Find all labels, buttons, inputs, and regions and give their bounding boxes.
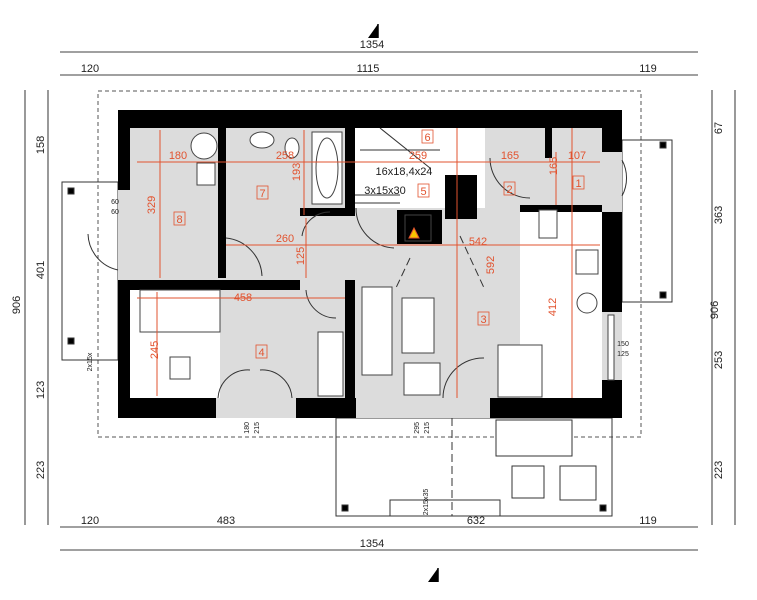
window-right-label: 150 (617, 341, 629, 348)
dim-room6-width: 259 (409, 150, 427, 162)
dim-room2-width: 165 (501, 150, 519, 162)
room-labels (173, 129, 585, 359)
dim-right-4: 223 (713, 461, 725, 479)
dim-right-total: 906 (709, 301, 721, 319)
door-swings (87, 157, 628, 399)
stair-label-terrace: 2x15x35 (423, 489, 430, 516)
dim-top-middle: 1115 (357, 63, 380, 75)
section-marker-bottom (428, 568, 439, 582)
door-room4-label: 180 (244, 422, 251, 434)
dim-corridor-height: 125 (295, 247, 307, 265)
room-number-5: 5 (420, 186, 426, 198)
staircase (355, 127, 486, 291)
door-room3-sublabel: 215 (424, 422, 431, 434)
door-room3-label: 295 (414, 422, 421, 434)
dim-room1-height: 165 (548, 157, 560, 175)
door-room4-sublabel: 215 (254, 422, 261, 434)
dim-right-3: 253 (713, 351, 725, 369)
overall-dimension-lines (24, 51, 736, 551)
dim-left-4: 223 (35, 461, 47, 479)
dim-top-right: 119 (639, 63, 657, 75)
dim-bottom-left: 120 (81, 515, 99, 527)
dim-room1-width: 107 (568, 150, 586, 162)
dim-room4-height: 245 (149, 341, 161, 359)
dim-bottom-right: 119 (639, 515, 657, 527)
window-left-label: 60 (111, 199, 119, 206)
dim-room8-height: 329 (146, 196, 158, 214)
room-number-2: 2 (506, 184, 512, 196)
room-dimension-lines (137, 128, 600, 398)
terrace (335, 417, 613, 517)
dim-room7-width: 258 (276, 150, 294, 162)
dim-bottom-mid-right: 632 (467, 515, 485, 527)
dim-right-1: 67 (713, 122, 725, 134)
dim-left-3: 123 (35, 381, 47, 399)
room-number-3: 3 (480, 314, 486, 326)
room-number-8: 8 (176, 214, 182, 226)
window-right-sublabel: 125 (617, 351, 629, 358)
dim-bottom-mid-left: 483 (217, 515, 235, 527)
stair-label-entry: 3x15x30 (364, 185, 406, 197)
dim-left-1: 158 (35, 136, 47, 154)
walls (118, 110, 622, 418)
dim-room3-height: 592 (485, 256, 497, 274)
dim-room3-width: 542 (469, 236, 487, 248)
dim-left-total: 906 (11, 296, 23, 314)
stair-label-left: 2x15x (87, 352, 94, 371)
roof-outline (97, 90, 642, 438)
dim-bottom-total: 1354 (360, 538, 384, 550)
stair-label-main: 16x18,4x24 (376, 166, 433, 178)
section-marker-top (368, 24, 379, 38)
room-number-6: 6 (424, 132, 430, 144)
window-left-sublabel: 60 (111, 209, 119, 216)
dim-top-total: 1354 (360, 39, 384, 51)
room-number-4: 4 (258, 347, 264, 359)
dim-right-2: 363 (713, 206, 725, 224)
dim-kitchen-height: 412 (547, 298, 559, 316)
room-number-7: 7 (259, 188, 265, 200)
right-porch (621, 139, 673, 303)
dim-left-2: 401 (35, 261, 47, 279)
dim-room4-width: 458 (234, 292, 252, 304)
room-number-1: 1 (575, 178, 581, 190)
dim-room7-height: 193 (291, 163, 303, 181)
left-porch (61, 181, 119, 361)
dim-room8-width: 180 (169, 150, 187, 162)
dim-corridor-width: 260 (276, 233, 294, 245)
dim-top-left: 120 (81, 63, 99, 75)
